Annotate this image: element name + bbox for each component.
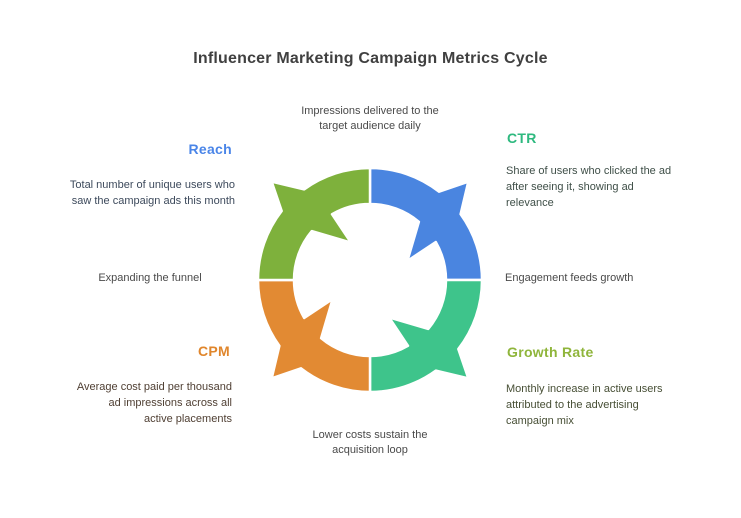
metric-desc-reach-line1: Total number of unique users who <box>69 179 235 191</box>
metric-desc-cpm-line2: ad impressions across all <box>108 397 233 409</box>
metric-label-ctr: CTR <box>507 130 537 146</box>
metric-desc-ctr: Share of users who clicked the ad after … <box>506 163 706 211</box>
annotation-top: Impressions delivered to the target audi… <box>220 104 520 134</box>
metric-desc-ctr-line1: Share of users who clicked the ad <box>506 165 672 177</box>
metric-desc-cpm-line1: Average cost paid per thousand <box>76 381 232 393</box>
metric-label-reach: Reach <box>188 141 232 157</box>
metric-desc-ctr-line2: after seeing it, showing ad <box>506 181 634 193</box>
metric-desc-cpm-line3: active placements <box>143 413 232 425</box>
metric-label-cpm: CPM <box>197 343 230 359</box>
metric-desc-ctr-line3: relevance <box>506 197 554 209</box>
metric-desc-reach-line2: saw the campaign ads this month <box>71 195 235 207</box>
annotation-top-line1: Impressions delivered to the <box>301 105 439 117</box>
metric-desc-growth-rate: Monthly increase in active users attribu… <box>506 381 706 429</box>
metric-desc-growth-rate-line3: campaign mix <box>506 415 574 427</box>
annotation-right: Engagement feeds growth <box>505 272 634 284</box>
metric-desc-growth-rate-line2: attributed to the advertising <box>506 399 639 411</box>
cycle-arrow-top-left <box>256 166 372 282</box>
annotation-bottom-line1: Lower costs sustain the <box>312 429 428 441</box>
cycle-arrow-bottom-left <box>256 278 372 394</box>
metric-label-growth-rate: Growth Rate <box>507 344 594 360</box>
metric-desc-cpm: Average cost paid per thousand ad impres… <box>28 379 232 427</box>
cycle-arrow-top-right <box>368 166 484 282</box>
metric-desc-growth-rate-line1: Monthly increase in active users <box>506 383 663 395</box>
annotation-top-line2: target audience daily <box>319 120 421 132</box>
page-title: Influencer Marketing Campaign Metrics Cy… <box>193 50 548 67</box>
annotation-bottom: Lower costs sustain the acquisition loop <box>220 428 520 458</box>
annotation-bottom-line2: acquisition loop <box>332 444 408 456</box>
cycle-diagram <box>256 166 484 394</box>
annotation-left: Expanding the funnel <box>98 272 202 284</box>
metric-desc-reach: Total number of unique users who saw the… <box>30 177 235 209</box>
cycle-arrow-bottom-right <box>368 278 484 394</box>
